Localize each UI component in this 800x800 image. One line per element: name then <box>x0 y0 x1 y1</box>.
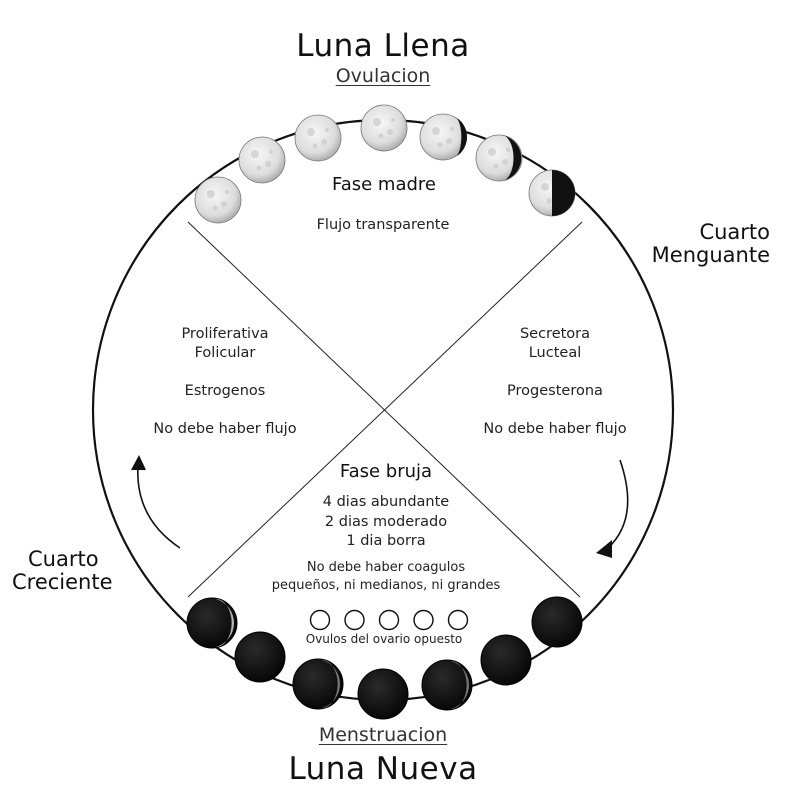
ovules-group <box>309 609 469 631</box>
ovule-1 <box>309 609 331 631</box>
waning-quarter-line-2: Menguante <box>651 243 770 268</box>
moon-phase-bottom-6 <box>480 634 532 686</box>
clots-note-line-2: pequeños, ni medianos, ni grandes <box>271 578 501 594</box>
moon-phase-top-3 <box>294 114 342 162</box>
waxing-waning-moons <box>194 104 576 224</box>
left-phase-line-1: Proliferativa <box>181 326 269 342</box>
moon-phase-top-4 <box>360 104 408 152</box>
arrow-right-head <box>596 540 612 558</box>
ovule-3 <box>378 609 400 631</box>
ovulation-subtitle: Ovulacion <box>335 65 431 87</box>
flow-line-2: 2 dias moderado <box>324 513 448 530</box>
waxing-quarter-label: Cuarto Creciente <box>12 547 142 595</box>
moon-phase-top-2 <box>238 136 286 184</box>
left-quadrant-text: Proliferativa Folicular Estrogenos No de… <box>125 325 325 438</box>
new-moon-title: Luna Nueva <box>288 751 478 787</box>
left-flow-note: No debe haber flujo <box>153 420 297 437</box>
divider-line-2 <box>187 221 583 598</box>
moon-phase-bottom-4 <box>357 668 409 720</box>
moon-phase-top-7 <box>528 169 576 217</box>
right-hormone: Progesterona <box>507 382 603 399</box>
waning-quarter-label: Cuarto Menguante <box>640 220 770 268</box>
arrow-right <box>607 459 629 549</box>
full-moon-title: Luna Llena <box>296 28 470 64</box>
moon-phase-bottom-5 <box>421 659 473 711</box>
right-phase-line-1: Secretora <box>519 326 591 342</box>
waning-quarter-line-1: Cuarto <box>699 220 770 244</box>
moon-phase-top-5 <box>419 113 468 161</box>
moon-phase-bottom-2 <box>234 631 286 683</box>
mother-phase-flow: Flujo transparente <box>316 217 450 233</box>
arrow-left <box>137 465 181 549</box>
divider-line-1 <box>187 221 581 598</box>
moon-phase-top-6 <box>475 134 523 182</box>
clots-note: No debe haber coagulos pequeños, ni medi… <box>0 559 772 595</box>
new-moon-phases <box>186 596 583 720</box>
right-phase-line-2: Lucteal <box>528 344 582 361</box>
menstruation-subtitle: Menstruacion <box>318 724 448 746</box>
ovules-label: Ovulos del ovario opuesto <box>305 632 463 646</box>
ovule-5 <box>447 609 469 631</box>
arrow-left-head <box>131 455 146 470</box>
flow-line-3: 1 dia borra <box>346 533 426 550</box>
left-phase-line-2: Folicular <box>194 344 256 361</box>
moon-phase-bottom-3 <box>292 658 344 710</box>
clots-note-line-1: No debe haber coagulos <box>306 560 466 575</box>
right-quadrant-text: Secretora Lucteal Progesterona No debe h… <box>455 325 655 438</box>
moon-phase-bottom-1 <box>186 597 238 649</box>
ovule-2 <box>344 609 365 631</box>
waxing-quarter-line-2: Creciente <box>12 570 113 595</box>
waxing-quarter-line-1: Cuarto <box>28 547 99 571</box>
witch-phase-title: Fase bruja <box>339 461 433 482</box>
flow-line-1: 4 dias abundante <box>322 494 450 510</box>
witch-phase-flow: 4 dias abundante 2 dias moderado 1 dia b… <box>0 493 772 552</box>
left-hormone: Estrogenos <box>184 382 266 399</box>
mother-phase-title: Fase madre <box>332 174 436 195</box>
moon-phase-bottom-7 <box>531 596 583 648</box>
moon-phase-top-1 <box>194 176 242 224</box>
ovule-4 <box>413 609 434 631</box>
right-flow-note: No debe haber flujo <box>483 420 627 437</box>
